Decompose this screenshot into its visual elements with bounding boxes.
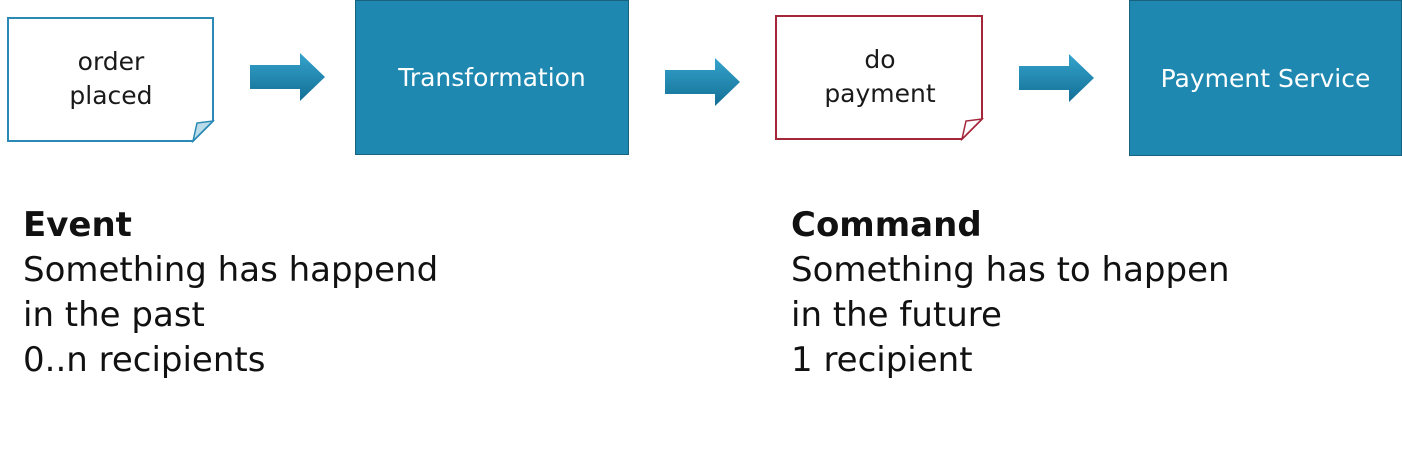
event-caption-line2: in the past: [23, 295, 205, 335]
command-note: do payment: [775, 15, 985, 142]
event-caption: Event Something has happend in the past …: [23, 203, 438, 383]
command-caption-line3: 1 recipient: [791, 340, 973, 380]
command-heading: Command: [791, 205, 982, 245]
command-caption-line1: Something has to happen: [791, 250, 1230, 290]
transformation-box: Transformation: [355, 0, 629, 155]
arrow-right-icon: [1019, 54, 1094, 102]
command-note-shape: [775, 15, 985, 142]
event-note-line2: placed: [69, 81, 153, 110]
arrow-right-icon: [250, 53, 325, 101]
event-heading: Event: [23, 205, 132, 245]
event-note: order placed: [7, 17, 215, 144]
command-caption: Command Something has to happen in the f…: [791, 203, 1230, 383]
payment-service-box: Payment Service: [1129, 0, 1402, 156]
command-note-line1: do: [864, 45, 896, 74]
transformation-label: Transformation: [398, 63, 586, 92]
event-note-shape: [7, 17, 215, 144]
payment-service-label: Payment Service: [1160, 63, 1371, 93]
event-note-line1: order: [77, 47, 145, 76]
event-caption-line3: 0..n recipients: [23, 340, 266, 380]
arrow-right-icon: [665, 58, 740, 106]
command-note-line2: payment: [824, 79, 936, 108]
command-caption-line2: in the future: [791, 295, 1002, 335]
event-caption-line1: Something has happend: [23, 250, 439, 290]
